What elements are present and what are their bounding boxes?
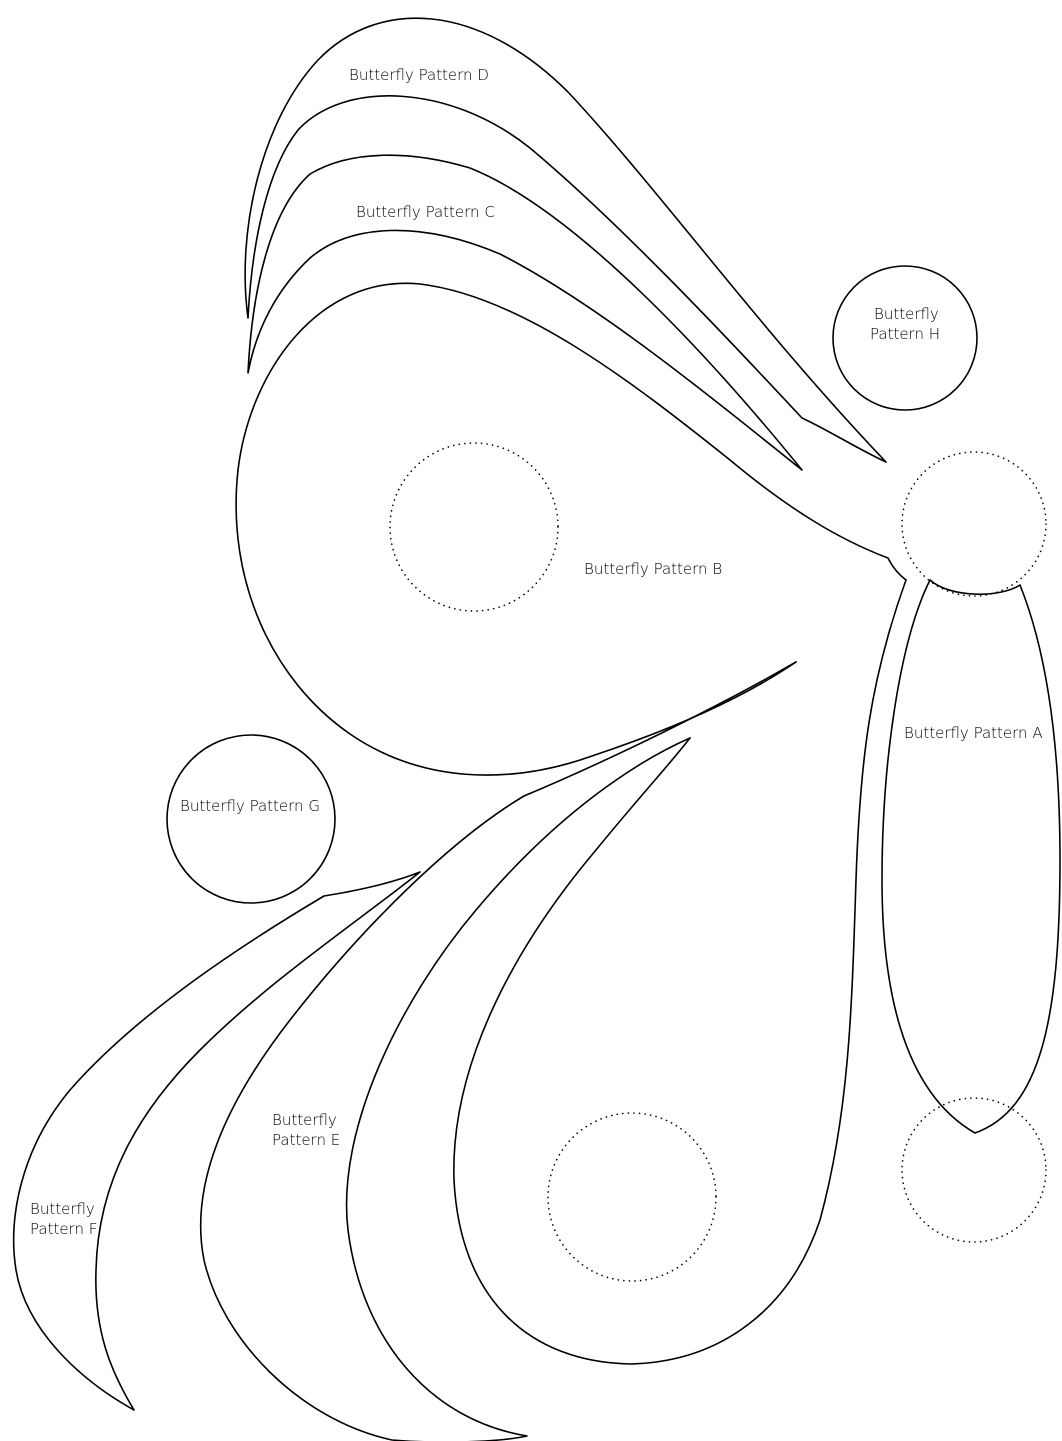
pattern-b-outline [235, 282, 907, 776]
dotted-circle-hindwing [547, 1112, 717, 1282]
pattern-f-label-line2: Pattern F [30, 1220, 97, 1238]
pattern-e-label-line2: Pattern E [272, 1131, 340, 1149]
pattern-f-outline [12, 871, 421, 1411]
pattern-a-label: Butterfly Pattern A [904, 724, 1043, 742]
pattern-g-circle [166, 734, 336, 904]
dotted-circle-forewing [389, 442, 559, 612]
pattern-c-label: Butterfly Pattern C [356, 203, 495, 221]
pattern-d-outline [244, 17, 887, 463]
dotted-circle-body [901, 451, 1047, 597]
pattern-f-label-line1: Butterfly [30, 1200, 95, 1218]
pattern-h-label-line1: Butterfly [874, 305, 939, 323]
pattern-c-outline [247, 154, 803, 471]
dotted-circle-tail [901, 1097, 1047, 1243]
pattern-b-label: Butterfly Pattern B [584, 560, 722, 578]
pattern-e-label-line1: Butterfly [272, 1111, 337, 1129]
pattern-h-circle [832, 265, 978, 411]
pattern-g-label: Butterfly Pattern G [180, 797, 320, 815]
pattern-a-outline [881, 579, 1061, 1134]
pattern-d-label: Butterfly Pattern D [349, 66, 489, 84]
pattern-h-label-line2: Pattern H [870, 325, 940, 343]
lower-hindwing-outline [453, 579, 907, 1365]
pattern-e-outline [199, 661, 797, 1441]
